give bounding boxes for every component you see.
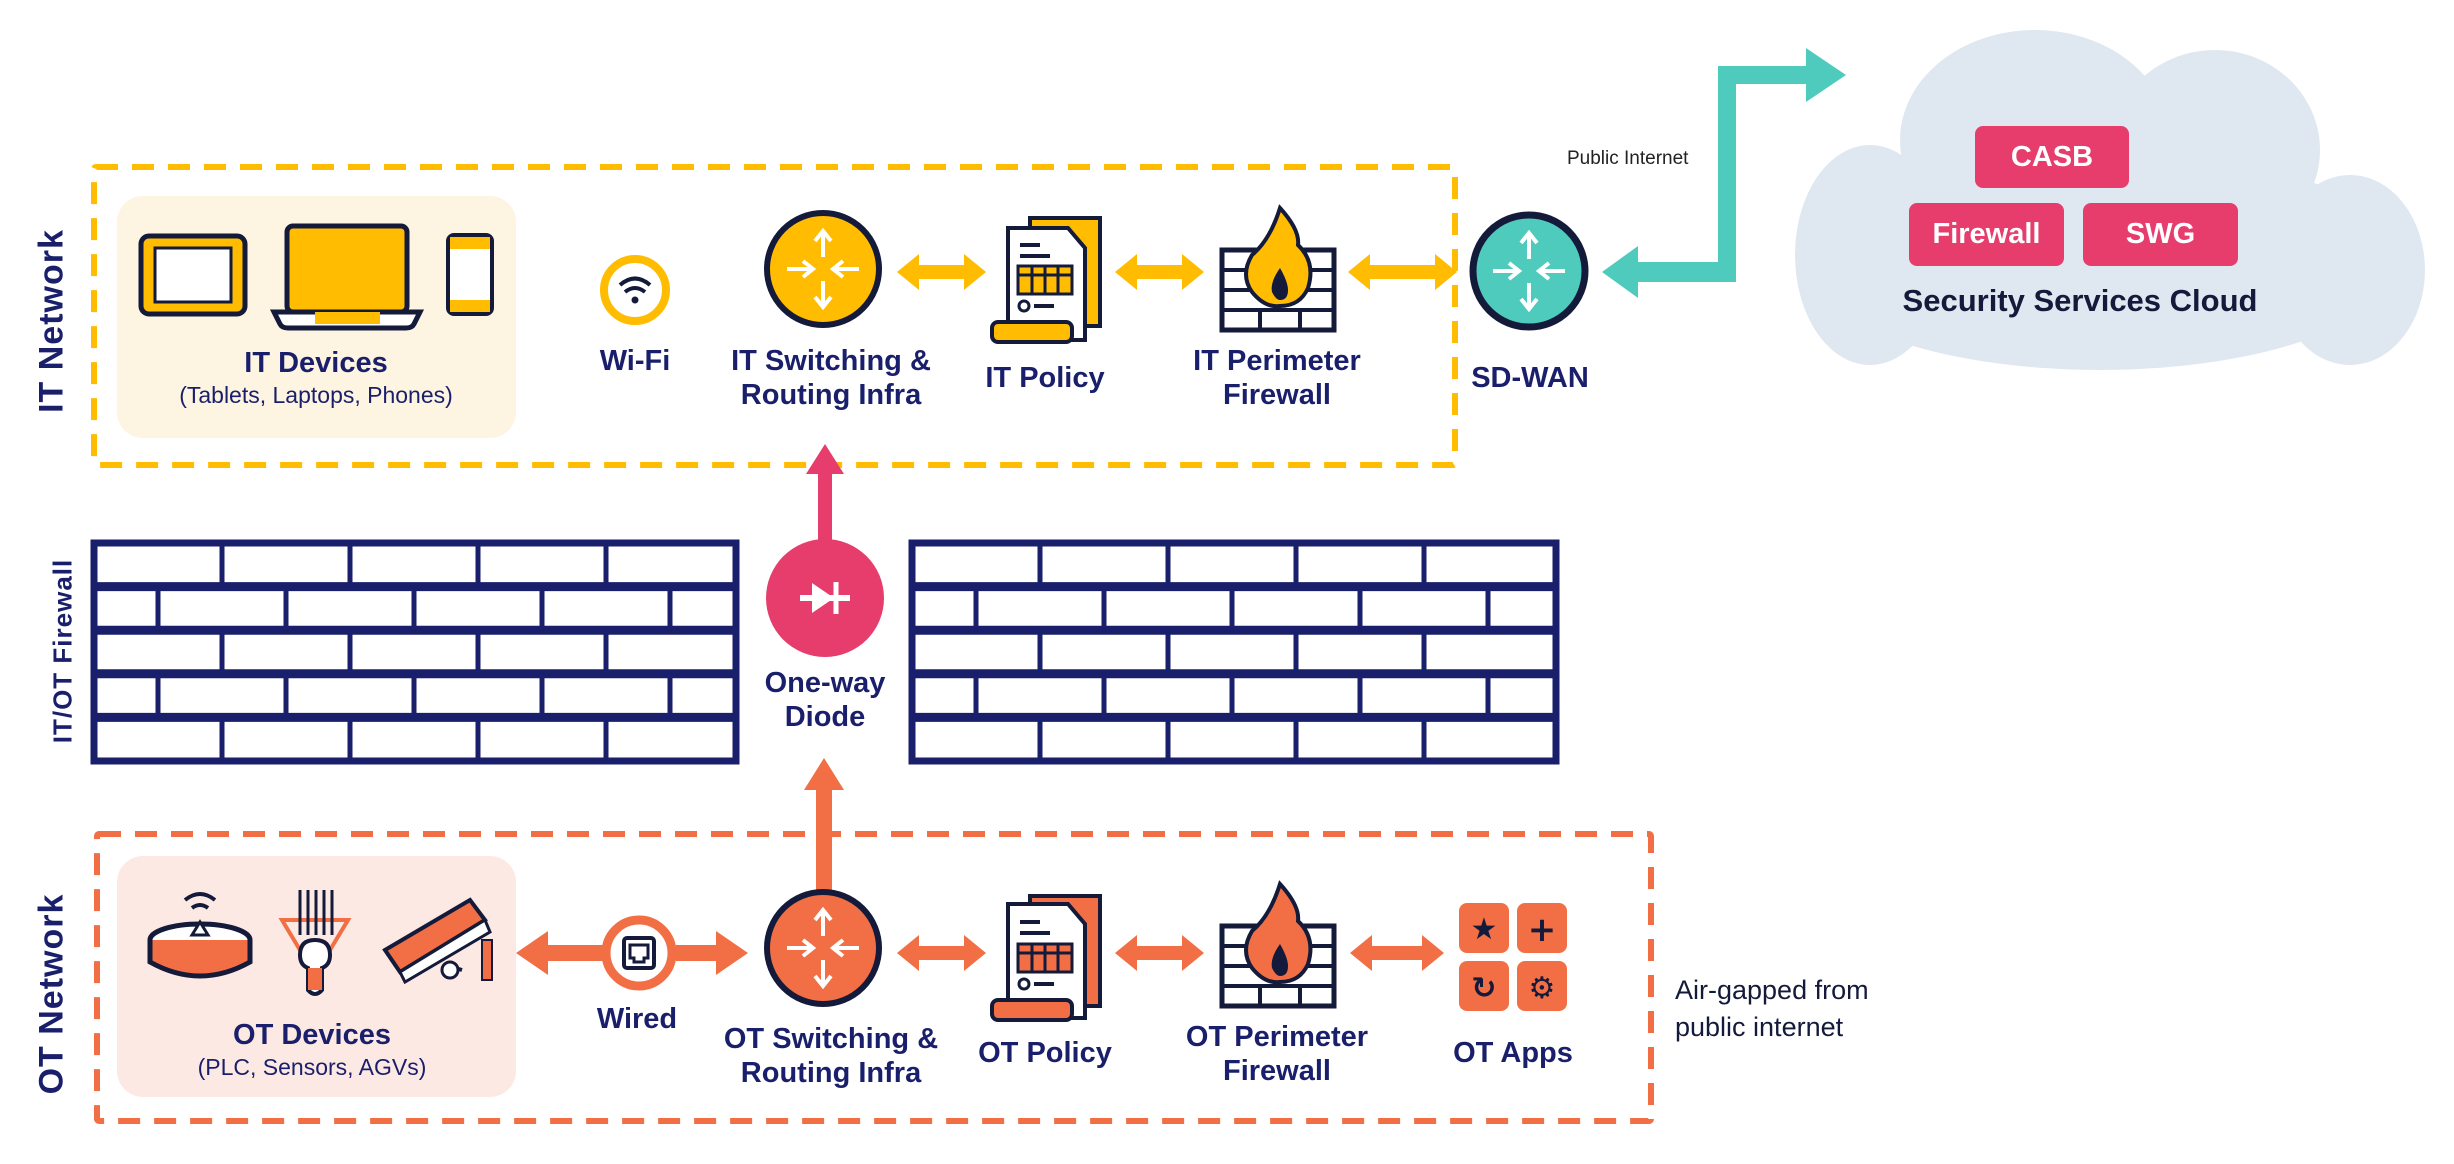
- wifi-label: Wi-Fi: [599, 345, 671, 377]
- sdwan-router-icon: [1469, 211, 1589, 331]
- wall-outline: [908, 539, 1560, 765]
- ot-apps-icon: ★ + ↻ ⚙: [1459, 903, 1567, 1011]
- wifi-icon: [600, 255, 670, 325]
- one-way-diode-icon: [766, 539, 884, 657]
- it-network-label: IT Network: [32, 229, 71, 413]
- it-devices-title: IT Devices: [244, 347, 388, 379]
- it-ot-firewall-wall-left: [90, 539, 740, 765]
- gear-icon: ⚙: [1529, 971, 1556, 1006]
- tablet-icon: [138, 233, 248, 317]
- cloud-title: Security Services Cloud: [1902, 283, 2258, 318]
- ot-apps-label: OT Apps: [1453, 1037, 1573, 1069]
- diode-to-it-arrow: [806, 444, 844, 542]
- ot-devices-title: OT Devices: [233, 1019, 391, 1051]
- ot-firewall-label-line1: OT Perimeter: [1185, 1021, 1369, 1053]
- air-gapped-note-line2: public internet: [1675, 1012, 1844, 1042]
- diode-label-line2: Diode: [784, 701, 866, 733]
- ot-network-label: OT Network: [32, 893, 71, 1095]
- cloud-service-swg: SWG: [2083, 203, 2238, 266]
- ot-perimeter-firewall-icon: [1219, 880, 1337, 1009]
- air-gapped-note-line1: Air-gapped from: [1675, 975, 1869, 1005]
- ot-switching-label-line1: OT Switching &: [723, 1023, 939, 1055]
- it-switching-label-line2: Routing Infra: [740, 379, 922, 411]
- public-internet-link: [1602, 48, 1846, 298]
- ethernet-port-icon: [601, 915, 677, 991]
- sdwan-label: SD-WAN: [1471, 362, 1589, 394]
- it-firewall-label-line1: IT Perimeter: [1193, 345, 1361, 377]
- it-firewall-label-line2: Firewall: [1223, 379, 1331, 411]
- security-camera-icon: [382, 897, 493, 985]
- it-ot-firewall-wall-right: [908, 539, 1560, 765]
- it-policy-label: IT Policy: [985, 362, 1105, 394]
- it-switching-label-line1: IT Switching &: [731, 345, 931, 377]
- ot-switching-label-line2: Routing Infra: [740, 1057, 922, 1089]
- it-policy-icon: [990, 216, 1102, 344]
- wall-outline: [90, 539, 740, 765]
- wired-label: Wired: [596, 1003, 678, 1035]
- agv-robot-icon: [147, 892, 253, 979]
- it-perimeter-firewall-icon: [1219, 204, 1337, 333]
- ot-devices-subtitle: (PLC, Sensors, AGVs): [197, 1054, 427, 1080]
- ot-to-diode-arrow: [804, 758, 844, 896]
- barcode-scanner-icon: [278, 890, 352, 996]
- security-services-cloud-shape: [1795, 30, 2425, 370]
- ot-policy-label: OT Policy: [978, 1037, 1112, 1069]
- it-switch-router-icon: [764, 210, 882, 328]
- it-ot-firewall-label: IT/OT Firewall: [47, 558, 78, 744]
- refresh-icon: ↻: [1471, 971, 1496, 1006]
- cloud-service-casb: CASB: [1975, 126, 2129, 188]
- phone-icon: [446, 233, 494, 316]
- cloud-service-firewall: Firewall: [1909, 203, 2064, 266]
- it-devices-subtitle: (Tablets, Laptops, Phones): [179, 382, 453, 408]
- ot-firewall-label-line2: Firewall: [1223, 1055, 1331, 1087]
- ot-link-arrows: [516, 931, 1444, 975]
- plus-icon: +: [1528, 910, 1557, 950]
- laptop-icon: [269, 223, 425, 331]
- ot-switch-router-icon: [764, 889, 882, 1007]
- ot-policy-icon: [990, 894, 1102, 1022]
- it-link-arrows: [897, 254, 1457, 290]
- ot-network-zone: [94, 831, 1654, 1124]
- public-internet-label: Public Internet: [1567, 148, 1689, 169]
- diode-label-line1: One-way: [764, 667, 886, 699]
- star-icon: ★: [1471, 912, 1498, 947]
